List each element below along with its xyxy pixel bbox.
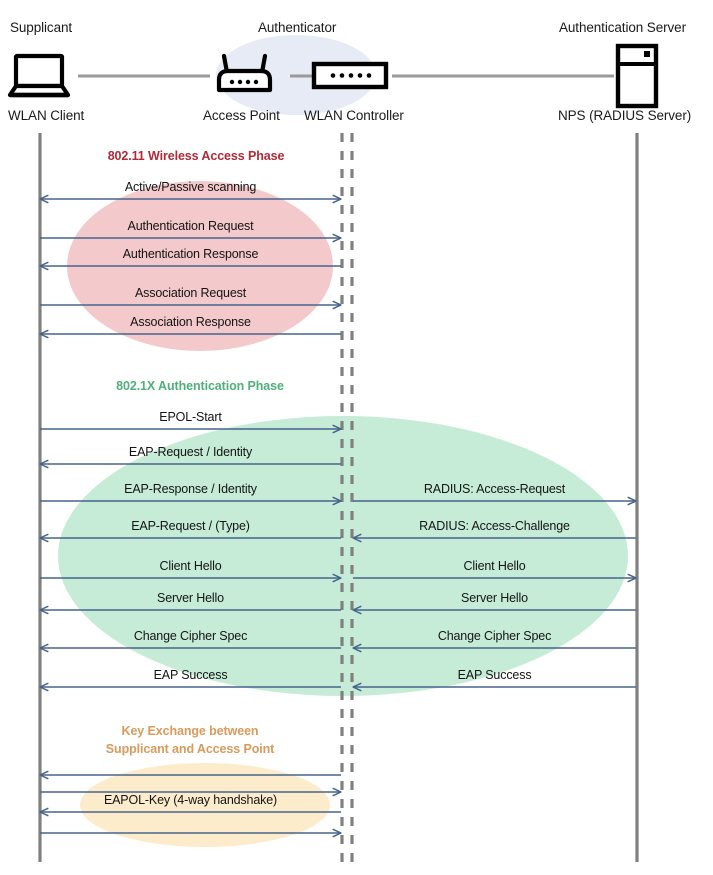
phase-label-keyexchange-line-1: Key Exchange between xyxy=(121,724,259,738)
laptop-icon xyxy=(7,53,71,98)
actor-name-wlan-controller: WLAN Controller xyxy=(304,108,404,123)
message-label-left-eap-success-12: EAP Success xyxy=(153,668,228,682)
lifeline-group xyxy=(38,133,639,862)
message-label-left-authentication-request-1: Authentication Request xyxy=(127,219,254,233)
message-label-left-change-cipher-spec-11: Change Cipher Spec xyxy=(133,629,248,643)
actor-name-access-point: Access Point xyxy=(203,108,280,123)
phase-label-keyexchange: Key Exchange between Supplicant and Acce… xyxy=(105,722,275,758)
message-label-right-client-hello-2: Client Hello xyxy=(463,559,526,573)
phase-label-80211-line-1: 802.11 Wireless Access Phase xyxy=(107,149,285,163)
message-label-right-radius-access-challenge-1: RADIUS: Access-Challenge xyxy=(419,519,570,533)
message-label-left-active-passive-scanning-0: Active/Passive scanning xyxy=(124,180,257,194)
phase-label-8021x-line-1: 802.1X Authentication Phase xyxy=(116,379,284,393)
message-label-left-eap-request-type-8: EAP-Request / (Type) xyxy=(131,519,250,533)
message-label-left-server-hello-10: Server Hello xyxy=(157,591,224,605)
message-arrow-group-left xyxy=(40,199,341,833)
actor-role-supplicant: Supplicant xyxy=(10,20,73,35)
phase-label-8021x: 802.1X Authentication Phase xyxy=(116,377,284,395)
phase-label-keyexchange-line-2: Supplicant and Access Point xyxy=(105,742,275,756)
wlan-controller-icon xyxy=(311,61,389,90)
message-label-left-client-hello-9: Client Hello xyxy=(159,559,222,573)
message-label-left-eap-response-identity-7: EAP-Response / Identity xyxy=(124,482,257,496)
actor-name-wlan-client: WLAN Client xyxy=(8,108,85,123)
message-label-left-authentication-response-2: Authentication Response xyxy=(122,247,259,261)
actor-role-authenticator: Authenticator xyxy=(258,20,337,35)
message-arrow-group-right xyxy=(353,501,636,687)
message-label-left-association-response-4: Association Response xyxy=(130,315,251,329)
actor-role-authentication-server: Authentication Server xyxy=(559,20,686,35)
message-label-right-eap-success-5: EAP Success xyxy=(457,668,532,682)
message-label-right-radius-access-request-0: RADIUS: Access-Request xyxy=(423,482,566,496)
phase-label-80211: 802.11 Wireless Access Phase xyxy=(108,147,285,165)
phase-keyexchange-ellipse xyxy=(80,763,330,847)
server-icon xyxy=(615,43,659,109)
message-label-left-eap-request-identity-6: EAP-Request / Identity xyxy=(128,445,253,459)
message-label-left-epol-start-5: EPOL-Start xyxy=(159,410,222,424)
actor-name-nps-radius-server: NPS (RADIUS Server) xyxy=(558,108,692,123)
message-label-right-change-cipher-spec-4: Change Cipher Spec xyxy=(437,629,552,643)
message-label-left-eapol-key-4-way-handshake-15: EAPOL-Key (4-way handshake) xyxy=(103,793,278,807)
message-label-right-server-hello-3: Server Hello xyxy=(461,591,528,605)
access-point-icon xyxy=(216,53,273,93)
message-label-left-association-request-3: Association Request xyxy=(134,286,247,300)
